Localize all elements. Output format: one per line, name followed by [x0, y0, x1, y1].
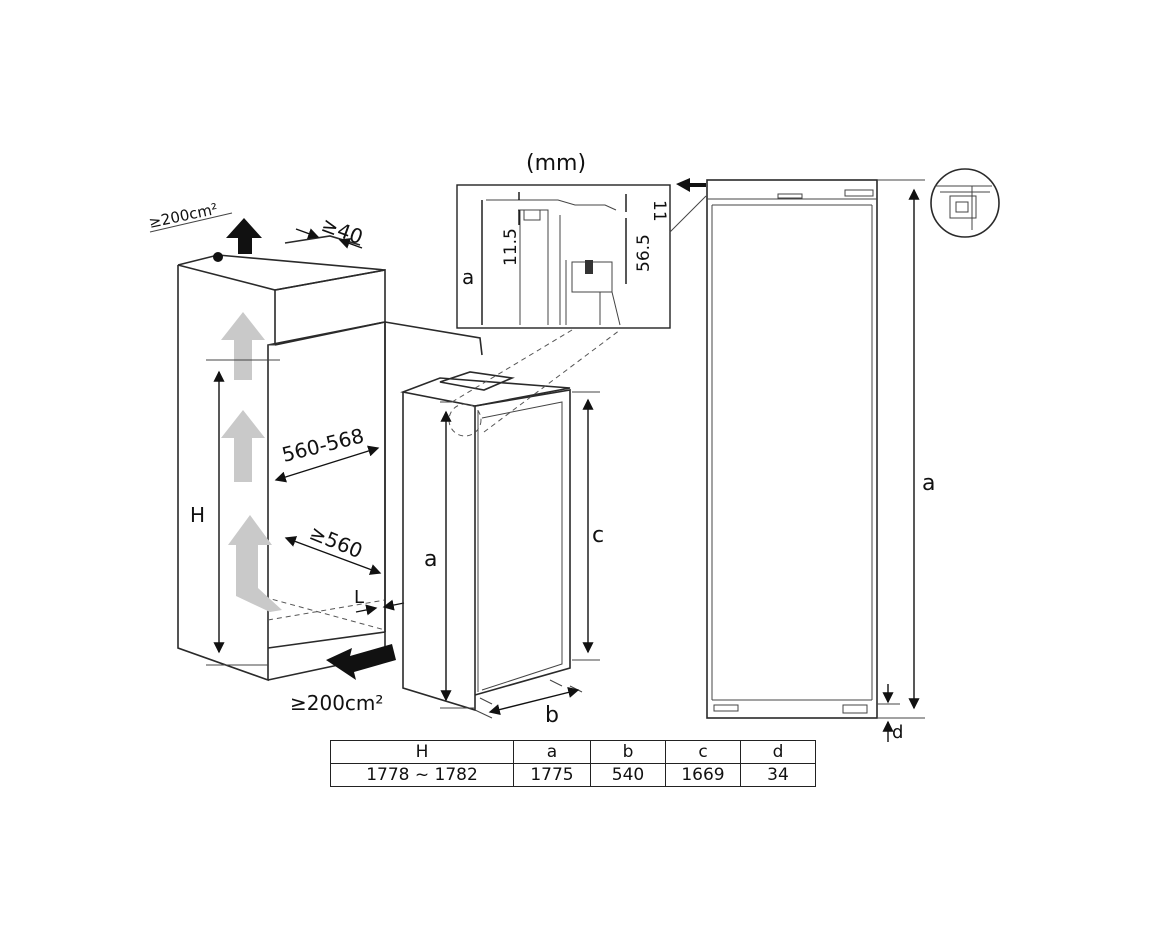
table-cell: 1778 ~ 1782	[330, 763, 514, 787]
table-header-cell: H	[330, 740, 514, 764]
table-cell: 1775	[513, 763, 591, 787]
cabinet-niche	[177, 235, 483, 682]
h-dimension: H	[190, 359, 280, 666]
table-header-cell: c	[665, 740, 741, 764]
table-cell: 1669	[665, 763, 741, 787]
table-cell: 540	[590, 763, 666, 787]
detail-leader-lines	[451, 329, 621, 433]
vent-bottom-label: ≥200cm²	[290, 691, 383, 715]
a-label: a	[424, 547, 437, 572]
a-dimension: a	[424, 401, 475, 709]
unit-label: (mm)	[526, 151, 586, 176]
bottom-vent-arrow: ≥200cm²	[290, 644, 396, 715]
table-header-cell: d	[740, 740, 816, 764]
width-range-dimension: 560-568	[274, 423, 380, 483]
gap-top-label: ≥40	[318, 212, 366, 249]
l-label: L	[354, 587, 364, 608]
detail-a-label: a	[462, 265, 474, 289]
gap-top-dimension: ≥40	[295, 212, 366, 249]
dimension-table: H a b c d 1778 ~ 1782 1775 540 1669 34	[330, 740, 816, 787]
detail-11-label: 11	[649, 200, 669, 222]
width-range-label: 560-568	[279, 423, 366, 467]
detail-connector	[669, 195, 707, 233]
c-dimension: c	[572, 391, 604, 661]
c-label: c	[592, 523, 604, 548]
vent-top-label: ≥200cm²	[147, 200, 219, 232]
detail-11-5-label: 11.5	[501, 228, 521, 266]
airflow-arrows	[221, 312, 282, 612]
d-dimension: d	[877, 684, 903, 743]
appliance-3d	[400, 371, 571, 712]
b-label: b	[545, 703, 559, 728]
table-header-row: H a b c d	[330, 740, 816, 764]
top-vent-arrow: ≥200cm²	[147, 200, 262, 262]
table-row: 1778 ~ 1782 1775 540 1669 34	[330, 763, 816, 787]
b-dimension: b	[474, 685, 583, 728]
h-label: H	[190, 503, 205, 527]
detail-box: (mm) 11.5 56.5 11 a	[456, 151, 671, 329]
hinge-detail-circle	[930, 168, 1000, 238]
table-header-cell: b	[590, 740, 666, 764]
depth-min-dimension: ≥560	[284, 520, 382, 575]
pointer-arrow	[676, 178, 706, 192]
d-label: d	[892, 722, 903, 743]
table-header-cell: a	[513, 740, 591, 764]
table-cell: 34	[740, 763, 816, 787]
front-a-label: a	[922, 471, 935, 496]
appliance-front-view	[706, 179, 878, 719]
detail-56-5-label: 56.5	[634, 234, 654, 272]
front-a-dimension: a	[877, 179, 935, 719]
l-dimension: L	[354, 587, 405, 616]
